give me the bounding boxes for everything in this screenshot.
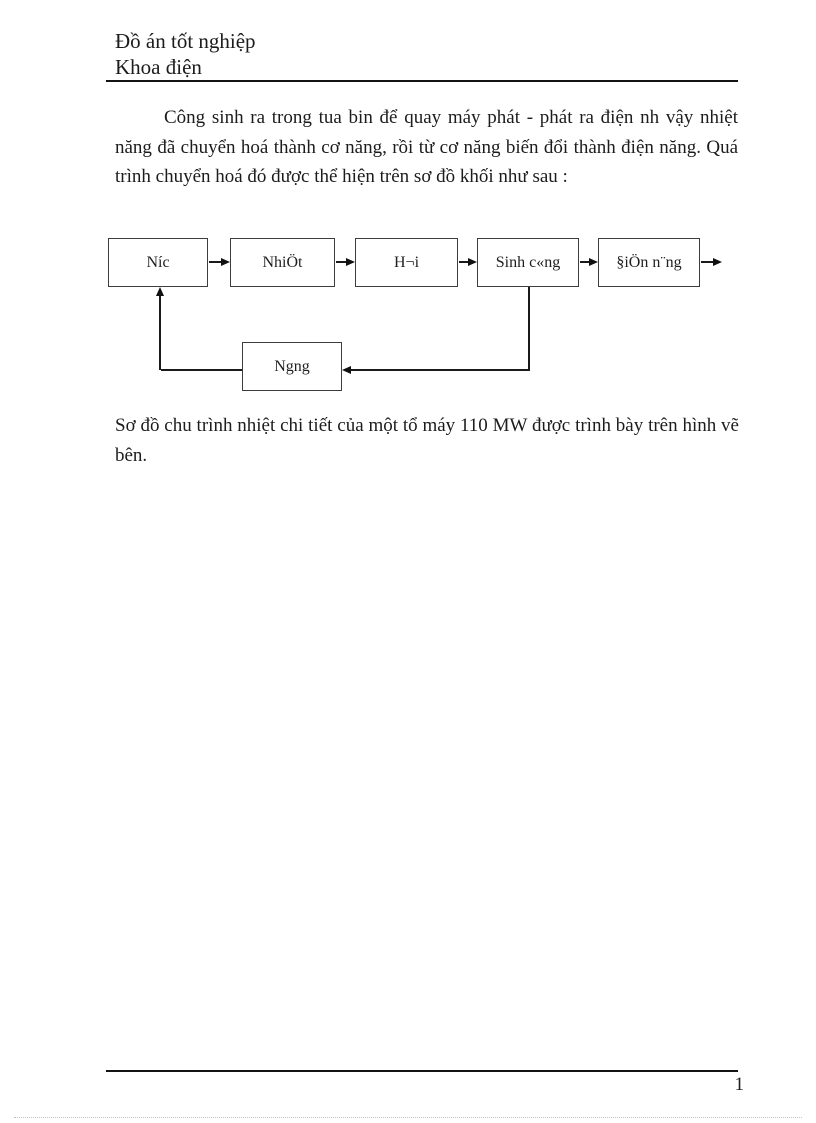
arrowhead-right-icon xyxy=(346,258,355,266)
paragraph-intro: Công sinh ra trong tua bin để quay máy p… xyxy=(115,107,738,187)
arrow-line-nhiet-to-hoi xyxy=(336,261,347,263)
arrowhead-left-icon xyxy=(342,366,351,374)
diagram-box-nhiet: NhiÖt xyxy=(230,238,335,287)
arrowhead-right-icon xyxy=(713,258,722,266)
feedback-line-from-ngung xyxy=(161,369,242,371)
diagram-box-sinh-cong-label: Sinh c«ng xyxy=(495,253,561,271)
arrowhead-right-icon xyxy=(468,258,477,266)
arrow-line-dien-nang-out xyxy=(701,261,714,263)
arrow-line-sinh-cong-to-dien-nang xyxy=(580,261,590,263)
page-number: 1 xyxy=(734,1074,745,1095)
header-title: Đồ án tốt nghiệp xyxy=(115,29,256,53)
diagram-box-ngung: Ngng xyxy=(242,342,342,391)
arrow-line-hoi-to-sinh-cong xyxy=(459,261,469,263)
diagram-box-hoi-label: H¬i xyxy=(393,253,420,271)
diagram-box-hoi: H¬i xyxy=(355,238,458,287)
diagram-box-dien-nang: §iÖn n¨ng xyxy=(598,238,700,287)
arrowhead-right-icon xyxy=(589,258,598,266)
paragraph-caption: Sơ đồ chu trình nhiệt chi tiết của một t… xyxy=(115,415,739,466)
diagram-box-dien-nang-label: §iÖn n¨ng xyxy=(616,253,682,271)
diagram-box-ngung-label: Ngng xyxy=(274,357,310,375)
arrowhead-right-icon xyxy=(221,258,230,266)
diagram-box-nuoc-label: Níc xyxy=(146,253,170,271)
footer-divider xyxy=(106,1070,738,1072)
header-department: Khoa điện xyxy=(115,55,202,79)
diagram-box-nuoc: Níc xyxy=(108,238,208,287)
page-break-dots xyxy=(14,1117,802,1118)
feedback-line-down xyxy=(528,287,530,371)
header-divider xyxy=(106,80,738,82)
diagram-box-nhiet-label: NhiÖt xyxy=(262,253,303,271)
feedback-line-up xyxy=(159,295,161,370)
arrow-line-nuoc-to-nhiet xyxy=(209,261,222,263)
feedback-line-to-ngung xyxy=(351,369,530,371)
diagram-box-sinh-cong: Sinh c«ng xyxy=(477,238,579,287)
arrowhead-up-icon xyxy=(156,287,164,296)
